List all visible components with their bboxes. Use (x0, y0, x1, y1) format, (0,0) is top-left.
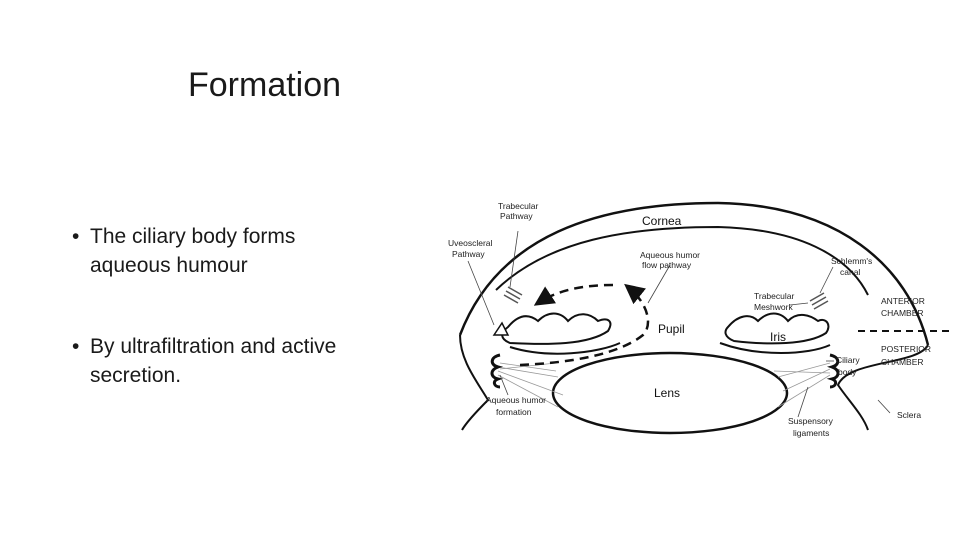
label-suspensory-ligaments: ligaments (793, 428, 829, 438)
pointer-lines (467, 230, 891, 418)
label-aqueous-formation: formation (496, 407, 532, 417)
iris-left (501, 312, 612, 345)
label-aqueous-flow: flow pathway (642, 260, 692, 270)
label-lens: Lens (654, 386, 680, 400)
ciliary-body-left (490, 353, 504, 389)
bullet-text: By ultrafiltration and active secretion. (90, 335, 337, 387)
label-trabecular-meshwork: Trabecular (754, 291, 794, 301)
trabecular-meshwork-right (809, 292, 829, 310)
uveoscleral-marker (492, 321, 510, 336)
iris-left-base (509, 342, 621, 355)
label-aqueous-formation: Aqueous humor (486, 395, 546, 405)
cornea-outer (458, 201, 930, 346)
eye-diagram: Cornea Pupil Iris Lens Trabecular Pathwa… (438, 195, 950, 440)
label-suspensory-ligaments: Suspensory (788, 416, 834, 426)
suspensory-ligaments-right (773, 362, 831, 408)
label-schlemms-canal: Schlemm's (831, 256, 872, 266)
trabecular-meshwork-left (503, 286, 523, 304)
label-ciliary-body: body (838, 367, 857, 377)
suspensory-ligaments-left (497, 362, 564, 408)
bullet-text: The ciliary body forms aqueous humour (90, 225, 296, 277)
label-uveoscleral-pathway: Uveoscleral (448, 238, 493, 248)
label-uveoscleral-pathway: Pathway (452, 249, 485, 259)
ciliary-body-right (826, 353, 840, 389)
sclera-right (836, 344, 929, 431)
slide-title: Formation (188, 66, 342, 104)
label-schlemms-canal: canal (840, 267, 860, 277)
label-trabecular-meshwork: Meshwork (754, 302, 793, 312)
iris-right-base (719, 342, 831, 354)
label-aqueous-flow: Aqueous humor (640, 250, 700, 260)
cornea-inner (495, 225, 869, 296)
iris-right (724, 312, 830, 345)
label-posterior-chamber: CHAMBER (881, 357, 924, 367)
label-trabecular-pathway: Trabecular (498, 201, 538, 211)
bullet-list: • The ciliary body forms aqueous humour … (72, 222, 372, 390)
lens (551, 351, 789, 435)
label-anterior-chamber: ANTERIOR (881, 296, 925, 306)
aqueous-flow-up (519, 283, 650, 367)
bullet-item: • The ciliary body forms aqueous humour (72, 222, 372, 280)
label-posterior-chamber: POSTERIOR (881, 344, 931, 354)
eye-diagram-svg: Cornea Pupil Iris Lens Trabecular Pathwa… (448, 201, 950, 438)
bullet-marker: • (72, 225, 80, 248)
aqueous-flow-across (533, 283, 614, 306)
label-trabecular-pathway: Pathway (500, 211, 533, 221)
sclera-left (459, 334, 490, 431)
label-iris: Iris (770, 330, 786, 344)
label-ciliary-body: Ciliary (836, 355, 860, 365)
label-pupil: Pupil (658, 322, 685, 336)
bullet-item: • By ultrafiltration and active secretio… (72, 332, 372, 390)
label-anterior-chamber: CHAMBER (881, 308, 924, 318)
label-cornea: Cornea (642, 214, 682, 228)
label-sclera: Sclera (897, 410, 921, 420)
bullet-marker: • (72, 335, 80, 358)
